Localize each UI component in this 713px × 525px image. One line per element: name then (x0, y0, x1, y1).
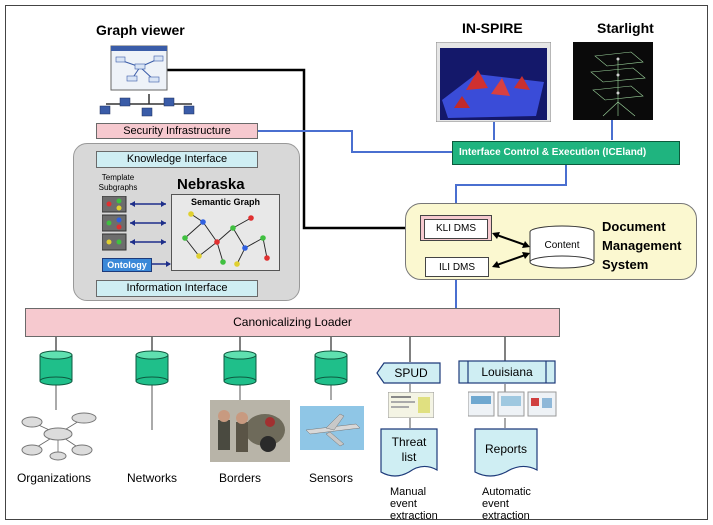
sensors-photo (300, 406, 364, 450)
template-subgraphs-label: Template Subgraphs (98, 173, 138, 192)
graph-viewer-screenshot (110, 45, 168, 91)
security-to-ice-line (258, 130, 453, 153)
networks-label: Networks (126, 471, 177, 485)
louisiana-shape (458, 360, 556, 384)
diagram-frame (5, 5, 708, 520)
spud-label: SPUD (394, 366, 428, 380)
starlight-title: Starlight (597, 20, 654, 36)
automatic-extraction-caption: Automatic event extraction (482, 486, 531, 522)
reports-doc (474, 428, 538, 477)
nebraska-title: Nebraska (177, 176, 245, 193)
semantic-graph-network (182, 211, 270, 267)
ontology-box: Ontology (102, 258, 152, 272)
viewer-to-kli-line (165, 68, 420, 230)
kli-dms-box: KLI DMS (424, 219, 488, 239)
threat-list-label: Threat list (391, 435, 427, 464)
information-interface: Information Interface (96, 280, 258, 297)
iceland-box: Interface Control & Execution (ICEland) (452, 141, 680, 165)
security-infrastructure: Security Infrastructure (96, 123, 258, 139)
dms-content-links (492, 225, 595, 269)
spud-document-preview (388, 392, 434, 418)
knowledge-interface: Knowledge Interface (96, 151, 258, 168)
graph-viewer-title: Graph viewer (96, 22, 185, 38)
louisiana-document-preview (468, 391, 557, 417)
reports-label: Reports (484, 442, 528, 456)
spud-shape (376, 362, 441, 384)
template-subgraph-icons (102, 196, 166, 251)
inspire-title: IN-SPIRE (462, 20, 523, 36)
starlight-screenshot (573, 42, 653, 120)
borders-photo (210, 400, 290, 462)
kli-dms-outer: KLI DMS (420, 215, 492, 241)
borders-label: Borders (218, 471, 262, 485)
inspire-screenshot (436, 42, 551, 122)
ice-to-dms-line (455, 165, 567, 218)
ontology-arrow (152, 261, 171, 267)
dms-title-line3: System (602, 257, 649, 272)
canonicalizing-loader: Canonicalizing Loader (25, 308, 560, 337)
semantic-graph-box (171, 194, 280, 271)
computer-network-icon (99, 94, 195, 117)
sensors-label: Sensors (308, 471, 354, 485)
db-networks (135, 350, 169, 386)
dms-title-line1: Document (602, 219, 666, 234)
db-sensors (314, 350, 348, 386)
ili-dms-box: ILI DMS (425, 257, 489, 277)
content-store-label: Content (544, 240, 580, 251)
organizations-label: Organizations (16, 471, 92, 485)
semantic-graph-label: Semantic Graph (190, 197, 261, 207)
dms-title: Document Management System (602, 217, 681, 274)
threat-list-doc (380, 428, 438, 477)
db-organizations (39, 350, 73, 386)
louisiana-label: Louisiana (481, 365, 533, 379)
dms-title-line2: Management (602, 238, 682, 253)
manual-extraction-caption: Manual event extraction (390, 486, 438, 522)
organizations-image (21, 412, 97, 461)
source-databases (39, 350, 348, 386)
db-borders (223, 350, 257, 386)
